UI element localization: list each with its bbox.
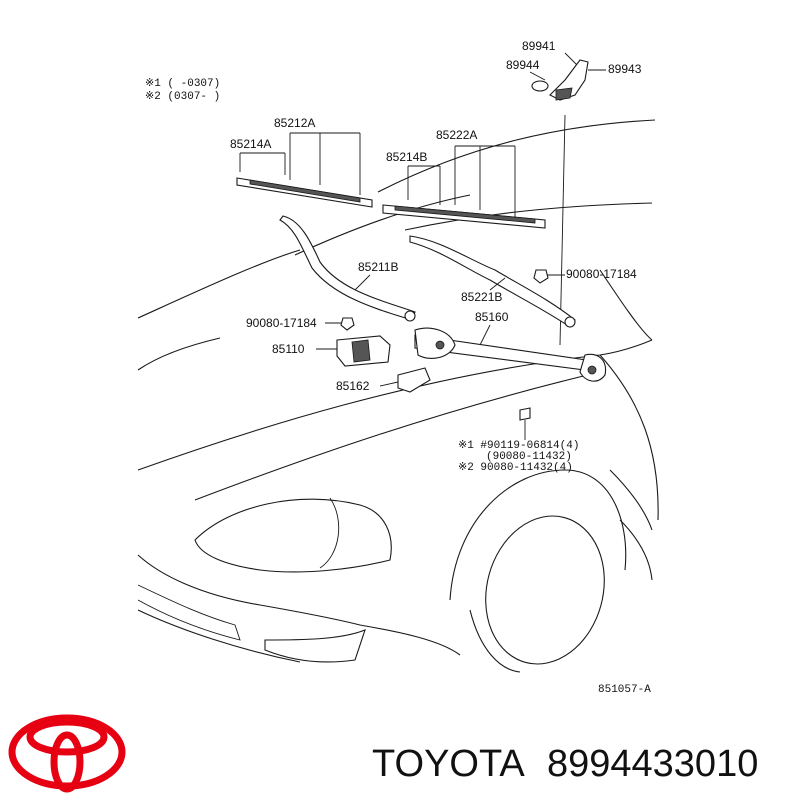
nut-icon [340, 317, 355, 331]
motor-bracket-icon [397, 367, 431, 393]
link-pivot-left-icon [414, 327, 456, 359]
label-85160: 85160 [475, 310, 509, 324]
washer-nozzle-group: 89941 89944 89943 [506, 39, 642, 101]
note-1: ※1 ( -0307) [145, 78, 220, 90]
wheel-arch [449, 469, 627, 601]
a-pillar [559, 114, 566, 346]
label-bolt-1b: (90080-11432) [486, 451, 572, 463]
pillar-edge [599, 269, 653, 341]
fog-lamp [264, 629, 366, 663]
right-wiper-blade-group: 85222A 85214B [382, 128, 546, 229]
windshield-top-edge [377, 119, 656, 193]
label-bolt-2: ※2 90080-11432(4) [458, 462, 573, 474]
label-85222A: 85222A [436, 128, 477, 142]
front-bumper [137, 609, 301, 663]
label-85221B: 85221B [461, 290, 502, 304]
label-89944: 89944 [506, 58, 540, 72]
label-85110: 85110 [272, 342, 305, 356]
note-2: ※2 (0307- ) [145, 91, 220, 103]
hood-left-side [137, 337, 221, 371]
label-90080-17184-left: 90080-17184 [246, 316, 317, 330]
bolt-group: ※1 #90119-06814(4) (90080-11432) ※2 9008… [458, 407, 579, 474]
label-90080-17184-right: 90080-17184 [566, 267, 637, 281]
brand-name: TOYOTA [372, 743, 525, 785]
front-upper-bumper [137, 554, 361, 626]
grille [137, 584, 241, 641]
headlamp [194, 498, 392, 573]
toyota-logo [8, 714, 126, 793]
hood-front-edge [137, 339, 653, 471]
motor-bracket-group: 85162 [336, 367, 431, 393]
car-body [137, 114, 659, 673]
fender-edge [599, 354, 659, 521]
label-bolt-1: ※1 #90119-06814(4) [458, 440, 579, 452]
bumper-side [359, 624, 461, 656]
bolt-icon [519, 407, 531, 421]
label-85214A: 85214A [230, 137, 271, 151]
windshield-base [404, 202, 653, 231]
nut-group-left: 90080-17184 [246, 316, 355, 331]
wiper-motor-group: 85110 [272, 335, 391, 367]
wiper-link-group: 85160 [414, 310, 607, 382]
part-number: 8994433010 [547, 743, 758, 785]
diagram-id: 851057-A [598, 684, 651, 696]
nut-group-right: 90080-17184 [533, 267, 637, 284]
door-line [619, 519, 653, 581]
left-wiper-blade-group: 85212A 85214A [230, 116, 373, 208]
label-85214B: 85214B [386, 150, 427, 164]
fender-line [609, 469, 653, 531]
label-89943: 89943 [608, 62, 642, 76]
right-wiper-arm-group: 85221B [409, 235, 576, 328]
nut-icon [533, 269, 549, 284]
label-85162: 85162 [336, 379, 370, 393]
headlamp-divider [319, 497, 340, 569]
left-wiper-arm-group: 85211B [279, 215, 416, 322]
nozzle-cap-icon [531, 80, 549, 92]
label-85211B: 85211B [358, 260, 398, 274]
wheel [485, 515, 605, 665]
hood-crease [194, 371, 601, 501]
hood-left-top [137, 249, 301, 319]
windshield-left-edge [294, 194, 471, 256]
tire-edge [469, 609, 521, 673]
label-85212A: 85212A [274, 116, 315, 130]
label-89941: 89941 [522, 39, 556, 53]
